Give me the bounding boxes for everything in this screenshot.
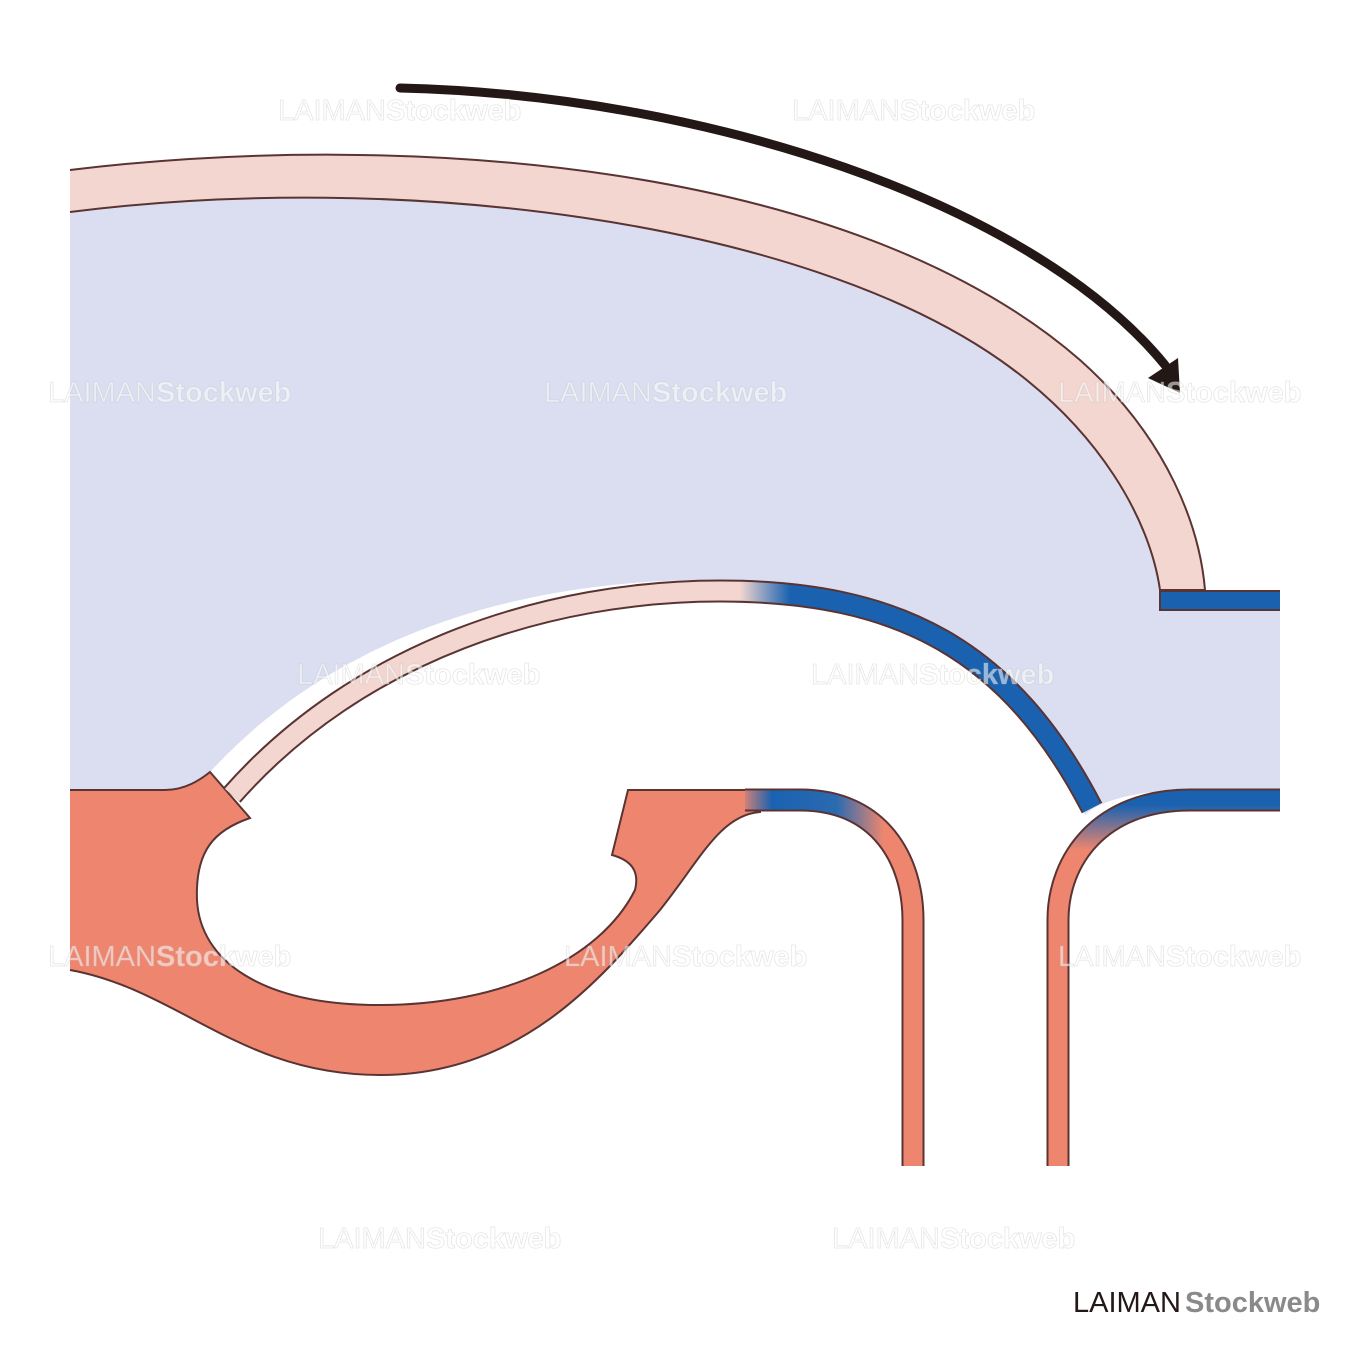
right-tube: [1048, 790, 1280, 1166]
watermark: LAIMANStockweb: [832, 1223, 1075, 1255]
folding-arrow: [395, 83, 1170, 370]
mesoderm-mass: [69, 770, 761, 1077]
watermark: LAIMANStockweb: [544, 377, 787, 409]
amniotic-cavity: [70, 197, 1280, 815]
watermark: LAIMANStockweb: [1058, 377, 1301, 409]
arrowhead-icon: [1148, 358, 1180, 393]
watermark: LAIMANStockweb: [792, 95, 1035, 127]
watermark: LAIMANStockweb: [564, 941, 807, 973]
watermark: LAIMANStockweb: [297, 659, 540, 691]
watermark: LAIMANStockweb: [1058, 941, 1301, 973]
watermark: LAIMANStockweb: [318, 1223, 561, 1255]
arch-band: [224, 581, 1101, 813]
watermark: LAIMANStockweb: [278, 95, 521, 127]
watermark: LAIMANStockweb: [811, 659, 1054, 691]
watermarks: LAIMANStockweb LAIMANStockweb LAIMANStoc…: [48, 95, 1302, 1256]
watermark: LAIMANStockweb: [48, 941, 291, 973]
endoderm-top-blue: [1159, 590, 1280, 611]
left-tube: [745, 790, 923, 1166]
right-tube-outline: [1046, 788, 1280, 1166]
watermark: LAIMANStockweb: [48, 377, 291, 409]
